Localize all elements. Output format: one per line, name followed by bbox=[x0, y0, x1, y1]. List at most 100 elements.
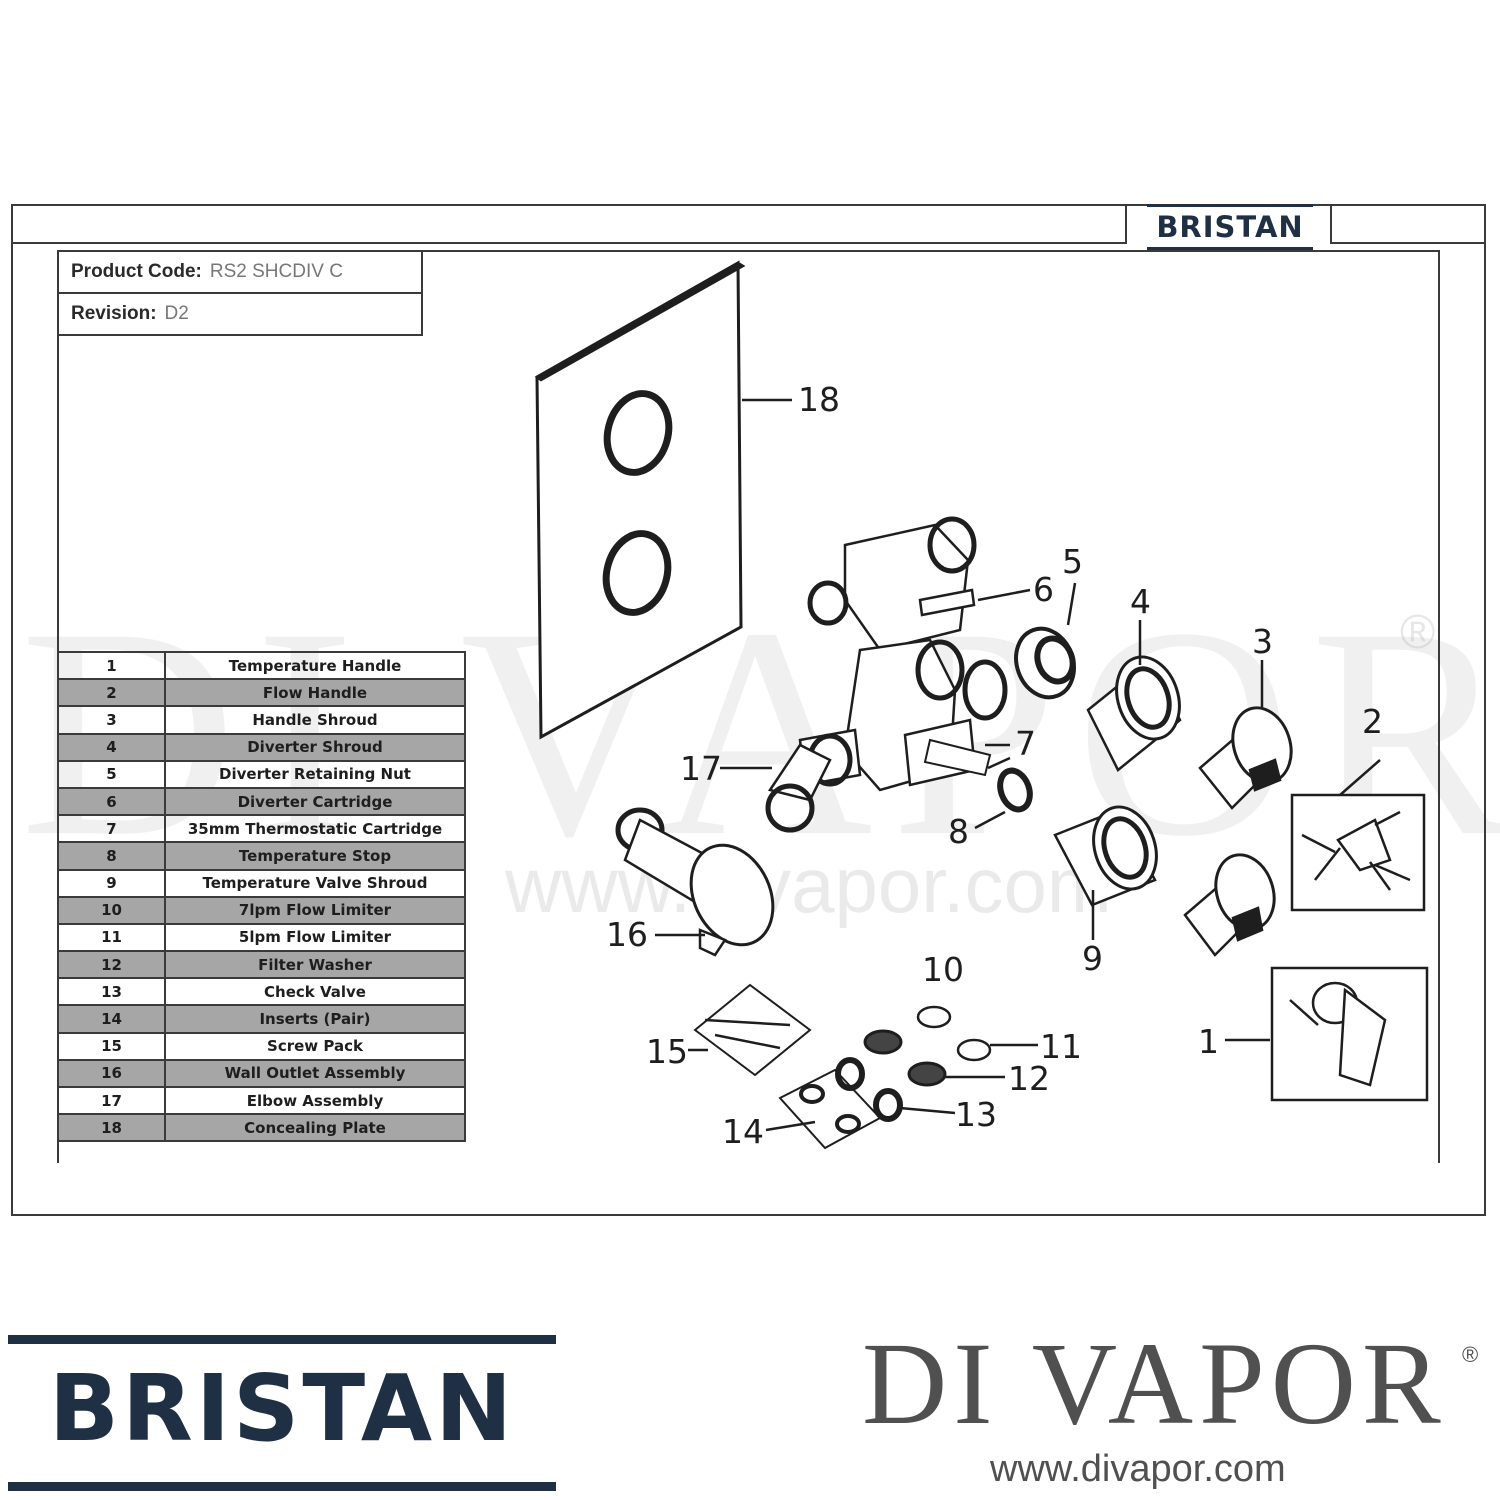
callout-10: 10 bbox=[922, 950, 964, 989]
divapor-url: www.divapor.com bbox=[990, 1448, 1286, 1490]
callout-2: 2 bbox=[1362, 702, 1383, 741]
callout-14: 14 bbox=[722, 1112, 764, 1151]
part-number: 11 bbox=[57, 922, 166, 953]
callout-8: 8 bbox=[948, 812, 969, 851]
part-name: Wall Outlet Assembly bbox=[164, 1058, 466, 1089]
temperature-valve-shroud-drawing bbox=[1053, 805, 1158, 940]
valve-body-drawing bbox=[720, 516, 1031, 833]
temperature-stop-drawing bbox=[974, 743, 1033, 830]
callout-18: 18 bbox=[798, 380, 840, 419]
watermark-registered-mark: ® bbox=[1400, 606, 1436, 659]
part-name: Temperature Handle bbox=[164, 650, 466, 681]
part-number: 15 bbox=[57, 1031, 166, 1061]
header-rule-right bbox=[1330, 204, 1486, 244]
logo-bottom-bar bbox=[1147, 247, 1313, 250]
callout-9: 9 bbox=[1082, 939, 1103, 978]
callout-11: 11 bbox=[1040, 1027, 1082, 1066]
product-code-label: Product Code: bbox=[71, 261, 202, 282]
check-valves-drawing bbox=[835, 1057, 956, 1122]
part-number: 8 bbox=[57, 841, 166, 871]
product-info-table: Product Code: RS2 SHCDIV C Revision: D2 bbox=[57, 250, 423, 336]
part-number: 6 bbox=[57, 786, 166, 817]
callout-4: 4 bbox=[1130, 582, 1151, 621]
part-name: Elbow Assembly bbox=[164, 1085, 466, 1116]
temperature-handle-box bbox=[1225, 966, 1429, 1102]
part-name: Temperature Stop bbox=[164, 841, 466, 871]
filter-washers-drawing bbox=[863, 1029, 1005, 1087]
second-handle-shroud-drawing bbox=[1183, 853, 1276, 957]
part-number: 13 bbox=[57, 977, 166, 1007]
part-number: 7 bbox=[57, 814, 166, 844]
callout-17: 17 bbox=[680, 749, 722, 788]
diverter-retaining-nut-drawing bbox=[1014, 582, 1077, 700]
callout-13: 13 bbox=[955, 1095, 997, 1134]
callout-12: 12 bbox=[1008, 1059, 1050, 1098]
part-name: Concealing Plate bbox=[164, 1113, 466, 1143]
product-code-value: RS2 SHCDIV C bbox=[209, 261, 343, 282]
part-name: Handle Shroud bbox=[164, 705, 466, 735]
callout-6: 6 bbox=[1033, 570, 1054, 609]
callout-3: 3 bbox=[1252, 622, 1273, 661]
wall-outlet-drawing bbox=[615, 807, 775, 957]
divapor-logo-text: DI VAPOR bbox=[862, 1318, 1447, 1449]
part-number: 4 bbox=[57, 732, 166, 762]
concealing-plate-drawing bbox=[534, 260, 792, 740]
callout-16: 16 bbox=[606, 915, 648, 954]
part-number: 14 bbox=[57, 1004, 166, 1034]
part-name: Temperature Valve Shroud bbox=[164, 868, 466, 898]
revision-row: Revision: D2 bbox=[57, 292, 423, 336]
callout-1: 1 bbox=[1198, 1022, 1219, 1061]
part-number: 3 bbox=[57, 705, 166, 735]
footer-brand-text: BRISTAN bbox=[48, 1355, 516, 1462]
revision-label: Revision: bbox=[71, 303, 157, 324]
part-name: 7lpm Flow Limiter bbox=[164, 895, 466, 925]
part-name: 5lpm Flow Limiter bbox=[164, 922, 466, 953]
logo-top-bar bbox=[1147, 204, 1313, 207]
callout-15: 15 bbox=[646, 1032, 688, 1071]
product-code-row: Product Code: RS2 SHCDIV C bbox=[57, 250, 423, 294]
watermark-url: www.divapor.com bbox=[505, 841, 1112, 929]
part-name: Diverter Retaining Nut bbox=[164, 759, 466, 789]
part-name: Screw Pack bbox=[164, 1031, 466, 1061]
header-brand-text: BRISTAN bbox=[1156, 210, 1304, 244]
revision-cell: Revision: D2 bbox=[57, 292, 423, 336]
bristan-footer-logo: BRISTAN bbox=[8, 1335, 556, 1495]
part-name: 35mm Thermostatic Cartridge bbox=[164, 814, 466, 844]
part-number: 16 bbox=[57, 1058, 166, 1089]
bristan-header-logo: BRISTAN bbox=[1147, 204, 1313, 250]
part-number: 18 bbox=[57, 1113, 166, 1143]
part-name: Check Valve bbox=[164, 977, 466, 1007]
diverter-shroud-drawing bbox=[1086, 620, 1182, 772]
part-name: Diverter Cartridge bbox=[164, 786, 466, 817]
callout-5: 5 bbox=[1062, 542, 1083, 581]
divapor-registered-mark: ® bbox=[1462, 1342, 1479, 1367]
part-number: 2 bbox=[57, 678, 166, 708]
footer-logo-top-bar bbox=[8, 1335, 556, 1344]
flow-limiters-drawing bbox=[916, 1005, 1038, 1062]
handle-shroud-drawing bbox=[1198, 660, 1293, 810]
revision-value: D2 bbox=[164, 303, 189, 324]
product-code-cell: Product Code: RS2 SHCDIV C bbox=[57, 250, 423, 294]
drawing-frame bbox=[11, 204, 1486, 1216]
part-number: 10 bbox=[57, 895, 166, 925]
footer-logo-bottom-bar bbox=[8, 1482, 556, 1491]
part-number: 1 bbox=[57, 650, 166, 681]
